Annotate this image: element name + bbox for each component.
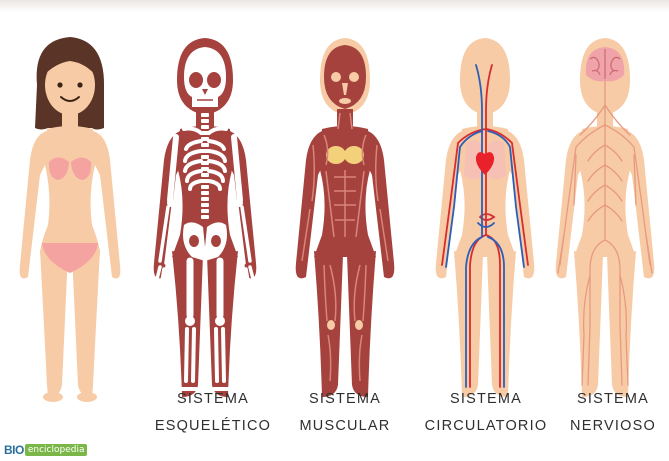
nervous-figure [540, 25, 669, 405]
muscular-figure [280, 25, 410, 405]
label-circulatory-system: SISTEMA CIRCULATORIO [416, 386, 556, 440]
skeletal-figure [140, 25, 270, 405]
woman-figure [0, 25, 130, 405]
label-skeletal-system: SISTEMA ESQUELÉTICO [143, 386, 283, 440]
label-nervous-system: SISTEMA NERVIOSO [543, 386, 669, 440]
label-muscular-system: SISTEMA MUSCULAR [275, 386, 415, 440]
top-band [0, 0, 669, 12]
circulatory-figure [420, 25, 550, 405]
logo-suffix: enciclopedia [25, 444, 88, 456]
logo-prefix: BIO [4, 443, 24, 457]
bioenciclopedia-logo: BIO enciclopedia [4, 441, 87, 459]
